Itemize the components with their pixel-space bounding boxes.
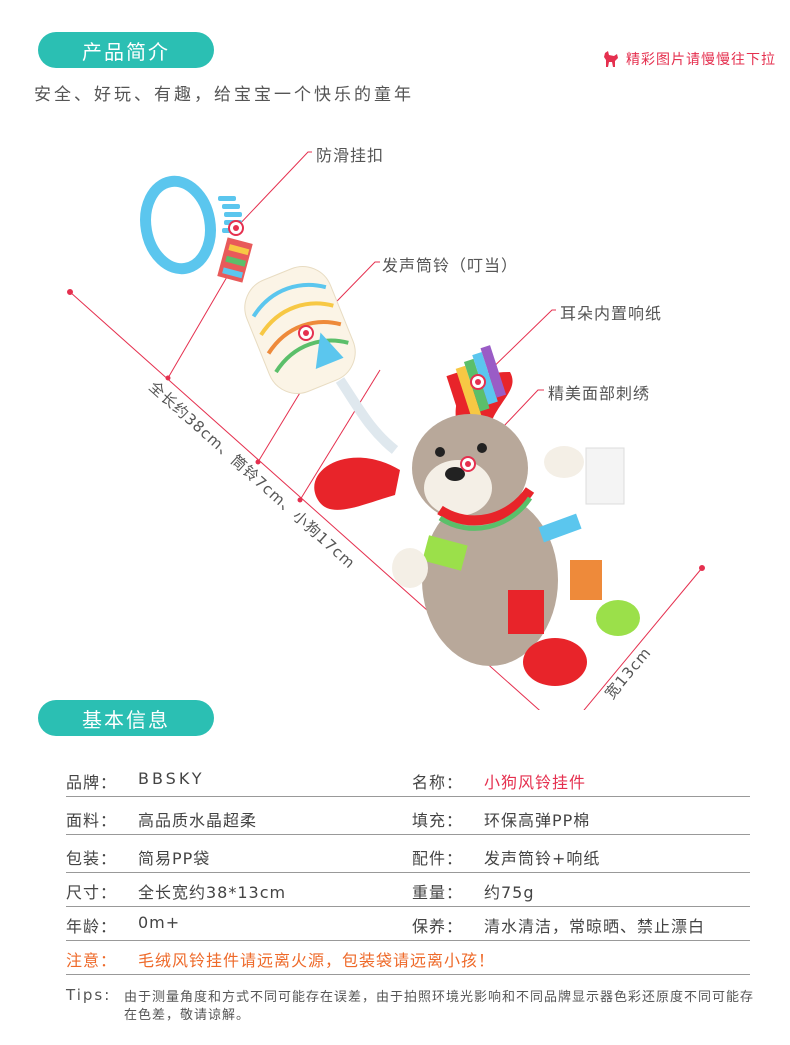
- info-value: 发声筒铃+响纸: [484, 849, 601, 868]
- info-label: 品牌：: [66, 773, 118, 792]
- callout-ear-paper: 耳朵内置响纸: [560, 304, 663, 323]
- callout-anti-slip-hook: 防滑挂扣: [316, 146, 385, 165]
- info-value: 环保高弹PP棉: [484, 811, 591, 830]
- callout-embroidery: 精美面部刺绣: [548, 384, 651, 403]
- info-value: 高品质水晶超柔: [138, 811, 258, 830]
- product-subtitle: 安全、好玩、有趣，给宝宝一个快乐的童年: [34, 85, 414, 105]
- ribbon-icon: [335, 377, 399, 454]
- info-value: 0m+: [138, 913, 181, 932]
- info-value: 简易PP袋: [138, 849, 211, 868]
- notice-text: 毛绒风铃挂件请远离火源，包装袋请远离小孩！: [138, 951, 496, 970]
- info-value: 清水清洁，常晾晒、禁止漂白: [484, 917, 706, 936]
- strap-icon: [217, 237, 253, 283]
- section-title-product-intro: 产品简介: [38, 32, 214, 68]
- info-row: 年龄： 0m+ 保养： 清水清洁，常晾晒、禁止漂白: [66, 906, 750, 941]
- info-label: 配件：: [412, 849, 464, 868]
- product-figure: 全长约38cm、筒铃7cm、小狗17cm 宽13cm: [67, 151, 705, 710]
- tips-text: 由于测量角度和方式不同可能存在误差，由于拍照环境光影响和不同品牌显示器色彩还原度…: [124, 990, 755, 1023]
- dog-silhouette-icon: [604, 51, 618, 67]
- info-row: 包装： 简易PP袋 配件： 发声筒铃+响纸: [66, 838, 750, 873]
- info-label: 年龄：: [66, 917, 118, 936]
- info-label: 包装：: [66, 849, 118, 868]
- info-label: 重量：: [412, 883, 464, 902]
- plush-dog-icon: [314, 345, 640, 686]
- callout-rattle-bell: 发声筒铃（叮当）: [382, 256, 519, 275]
- callout-dots: [228, 220, 486, 472]
- info-value: 全长宽约38*13cm: [138, 883, 287, 902]
- info-label: 面料：: [66, 811, 118, 830]
- info-value: 小狗风铃挂件: [484, 773, 587, 792]
- info-label: 尺寸：: [66, 883, 118, 902]
- section-title-basic-info: 基本信息: [38, 700, 214, 736]
- info-row: 尺寸： 全长宽约38*13cm 重量： 约75g: [66, 872, 750, 907]
- info-value: BBSKY: [138, 769, 205, 788]
- tips-label: Tips:: [66, 986, 112, 1004]
- notice-label: 注意：: [66, 951, 118, 970]
- info-value: 约75g: [484, 883, 535, 902]
- scroll-hint-text: 精彩图片请慢慢往下拉: [626, 52, 776, 68]
- notice-row: 注意： 毛绒风铃挂件请远离火源，包装袋请远离小孩！: [66, 940, 750, 975]
- scroll-hint: 精彩图片请慢慢往下拉: [602, 49, 776, 69]
- info-label: 保养：: [412, 917, 464, 936]
- info-row: 品牌： BBSKY 名称： 小狗风铃挂件: [66, 762, 750, 797]
- info-label: 填充：: [412, 811, 464, 830]
- width-dimension-label: 宽13cm: [601, 644, 655, 703]
- info-row: 面料： 高品质水晶超柔 填充： 环保高弹PP棉: [66, 800, 750, 835]
- info-label: 名称：: [412, 773, 464, 792]
